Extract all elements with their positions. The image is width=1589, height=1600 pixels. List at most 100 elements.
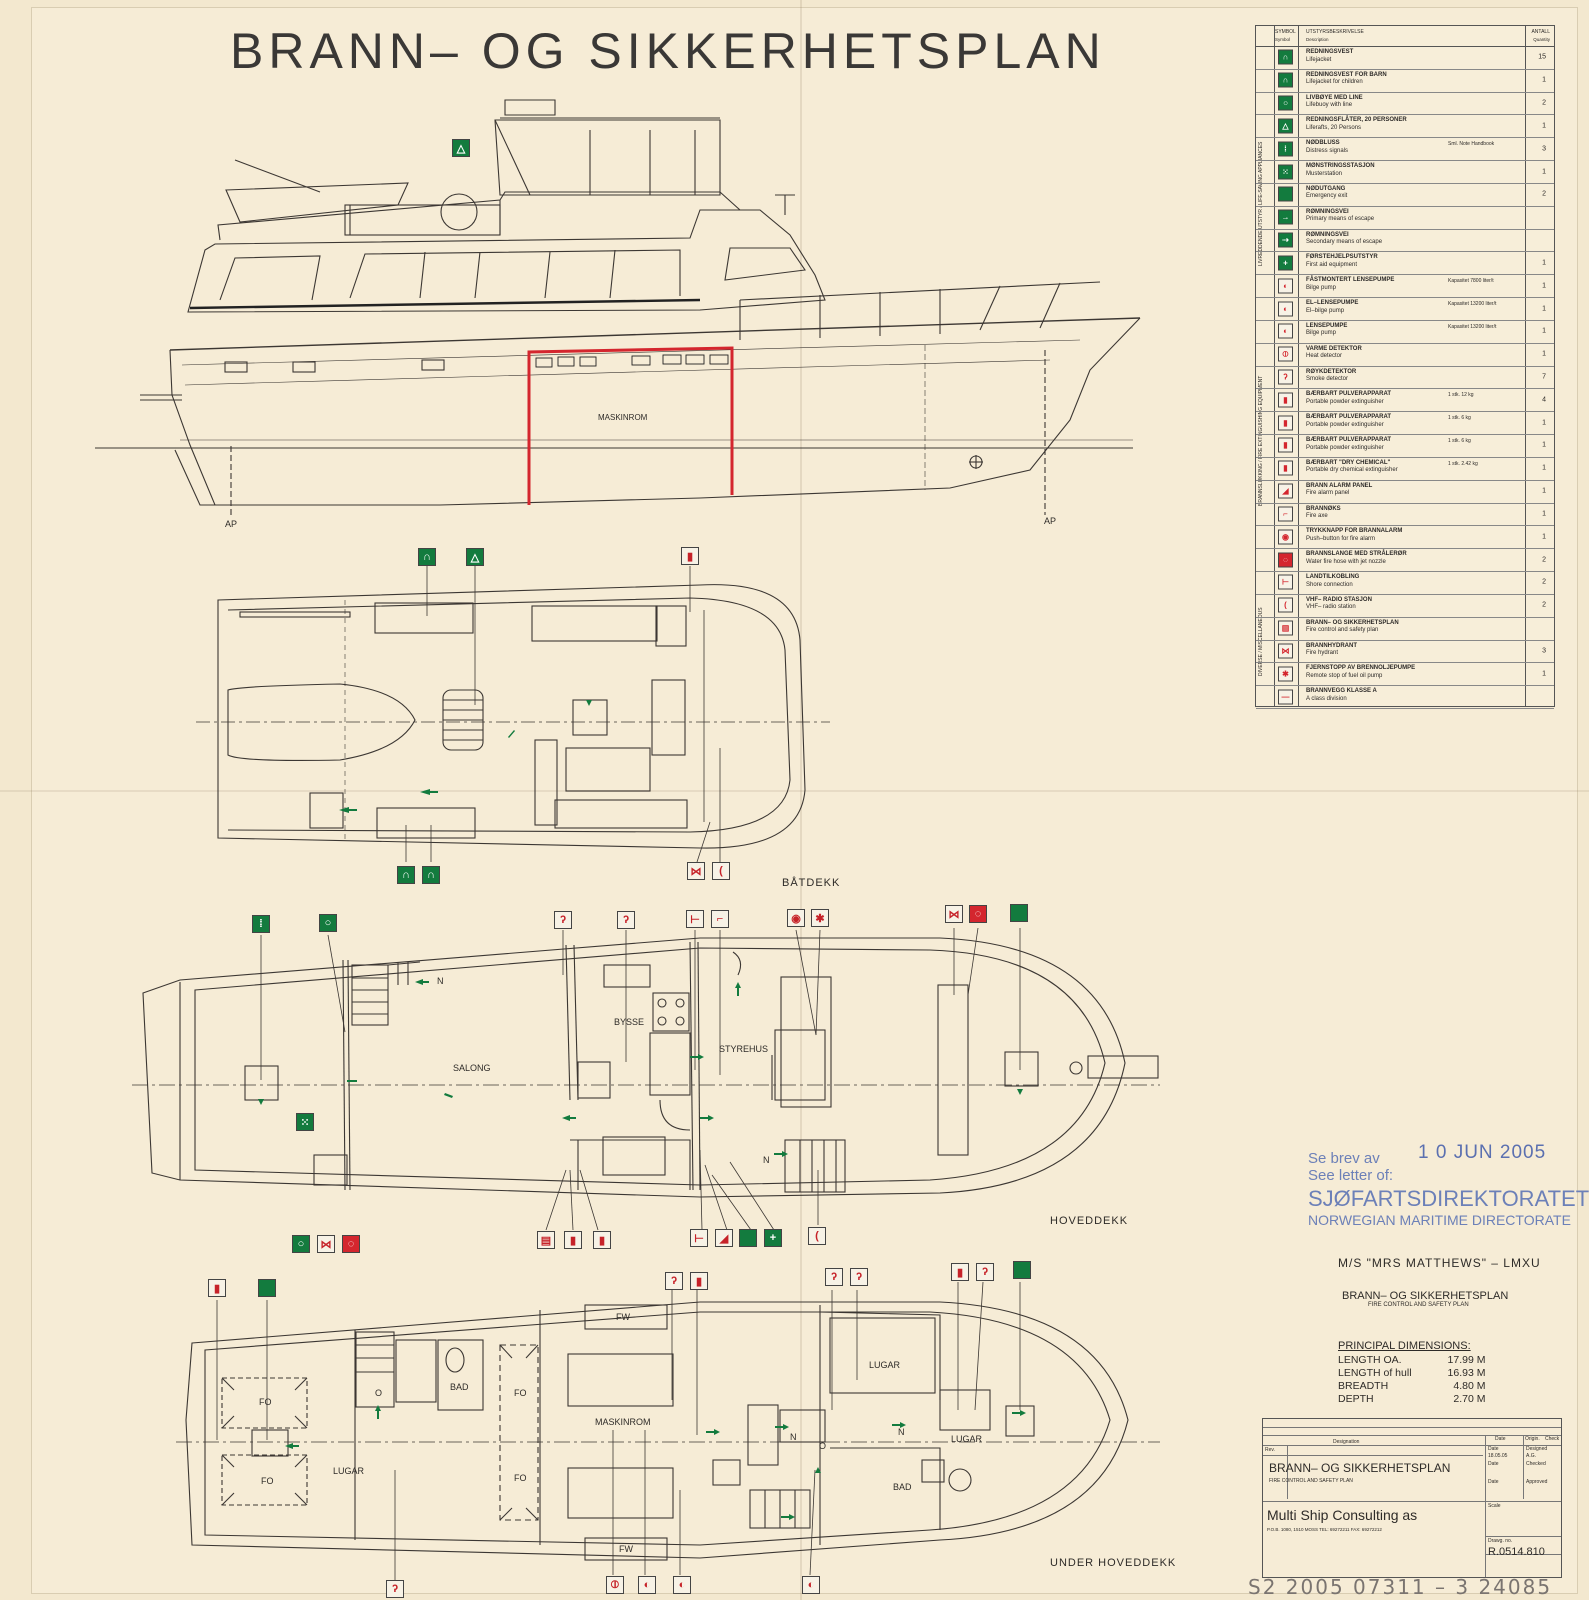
fire-hydrant-icon: ⋈ <box>687 862 705 880</box>
legend-description-no: BRANN– OG SIKKERHETSPLAN <box>1306 619 1399 626</box>
dimension-value: 2.70 M <box>1453 1393 1486 1405</box>
legend-quantity: 2 <box>1542 190 1546 198</box>
legend-description-no: MØNSTRINGSSTASJON <box>1306 163 1375 170</box>
symbol-legend-table: SYMBOL Symbol UTSTYRSBESKRIVELSE Descrip… <box>1255 25 1555 709</box>
legend-description-no: BRANNØKS <box>1306 505 1341 512</box>
legend-symbol-icon: ( <box>1278 597 1293 613</box>
page-title: BRANN– OG SIKKERHETSPLAN <box>230 23 1106 79</box>
stamp-organisation: SJØFARTSDIREKTORATET <box>1308 1186 1589 1211</box>
room-label-lugar: LUGAR <box>333 1466 365 1476</box>
legend-symbol-icon <box>1278 186 1293 202</box>
legend-quantity: 1 <box>1542 487 1546 495</box>
deck-label-main-deck: HOVEDDEKK <box>1050 1215 1129 1227</box>
room-label-fw: FW <box>616 1312 630 1322</box>
legend-quantity: 1 <box>1542 76 1546 84</box>
legend-description-en: Fire alarm panel <box>1306 490 1350 497</box>
room-label-maskinrom: MASKINROM <box>595 1417 651 1427</box>
legend-description-en: Secondary means of escape <box>1306 239 1383 246</box>
fire-alarm-panel-icon: ◢ <box>715 1229 733 1247</box>
powder-extinguisher-icon: ▮ <box>951 1263 969 1281</box>
legend-description-en: Portable powder extinguisher <box>1306 398 1384 405</box>
legend-description-en: Bilge pump <box>1306 330 1337 337</box>
tb-designation-label: Designation <box>1333 1439 1360 1445</box>
legend-header-symbol-en: Symbol <box>1275 37 1291 42</box>
ship-name: M/S "MRS MATTHEWS" – LMXU <box>1338 1256 1541 1270</box>
room-label-fo: FO <box>514 1473 527 1483</box>
legend-description-en: Bilge pump <box>1306 284 1337 291</box>
handwritten-reference: S2 2005 07311 – 3 24085 <box>1248 1575 1553 1599</box>
dimension-label: BREADTH <box>1338 1380 1389 1392</box>
legend-quantity: 7 <box>1542 373 1546 381</box>
room-label-fw: FW <box>619 1544 633 1554</box>
legend-description-no: NØDUTGANG <box>1306 185 1346 192</box>
legend-note: Kapasitet 13200 liter/t <box>1448 323 1497 330</box>
smoke-detector-icon: ʔ <box>617 911 635 929</box>
legend-quantity: 1 <box>1542 282 1546 290</box>
room-label-bad: BAD <box>893 1482 912 1492</box>
legend-description-en: Smoke detector <box>1306 376 1349 383</box>
liferaft-icon: △ <box>466 548 484 566</box>
tb-drawing-no-label: Drawg. no. <box>1488 1538 1513 1544</box>
boat-deck-plan <box>196 584 830 849</box>
fire-alarm-pushbutton-icon: ◉ <box>787 909 805 927</box>
tb-title: BRANN– OG SIKKERHETSPLAN <box>1269 1461 1451 1475</box>
main-deck-plan <box>132 937 1160 1198</box>
shore-connection-icon: ⊢ <box>690 1229 708 1247</box>
bilge-pump-icon: ◐ <box>673 1576 691 1594</box>
legend-description-no: FØRSTEHJELPSUTSTYR <box>1306 254 1378 261</box>
legend-description-no: LENSEPUMPE <box>1306 322 1348 329</box>
tb-date-label: Date <box>1495 1436 1506 1442</box>
legend-symbol-icon: ⇢ <box>1278 232 1293 248</box>
legend-quantity: 1 <box>1542 168 1546 176</box>
legend-note: 1 stk. 6 kg <box>1448 438 1471 445</box>
tb-approved-label: Approved <box>1526 1479 1548 1485</box>
legend-description-no: RØMNINGSVEI <box>1306 208 1349 215</box>
legend-description-no: BRANNVEGG KLASSE A <box>1306 688 1377 695</box>
room-label-bad: BAD <box>450 1382 469 1392</box>
legend-description-no: VARME DETEKTOR <box>1306 345 1362 352</box>
legend-header-quantity: ANTALL <box>1531 29 1550 35</box>
tb-origin-label: Origin. <box>1525 1436 1540 1442</box>
legend-symbol-icon: ▮ <box>1278 392 1293 408</box>
paper-fold-vertical <box>800 0 802 1600</box>
legend-symbol-icon: ◢ <box>1278 483 1293 499</box>
legend-description-no: REDNINGSVEST <box>1306 49 1354 55</box>
legend-description-en: Liferafts, 20 Persons <box>1306 124 1362 131</box>
legend-quantity: 15 <box>1538 53 1546 61</box>
powder-extinguisher-icon: ▮ <box>690 1272 708 1290</box>
legend-description-no: NØDBLUSS <box>1306 140 1340 147</box>
legend-description-en: Fire axe <box>1306 513 1328 520</box>
profile-engine-room-label: MASKINROM <box>598 413 648 422</box>
legend-symbol-icon: + <box>1278 255 1293 271</box>
legend-header-quantity-en: Quantity <box>1533 37 1550 42</box>
legend-description-en: Musterstation <box>1306 170 1343 177</box>
legend-quantity: 2 <box>1542 601 1546 609</box>
legend-description-en: Lifejacket <box>1306 56 1332 63</box>
legend-quantity: 1 <box>1542 510 1546 518</box>
tb-date-label-3: Date <box>1488 1461 1499 1467</box>
tb-check-label: Check <box>1545 1436 1560 1442</box>
